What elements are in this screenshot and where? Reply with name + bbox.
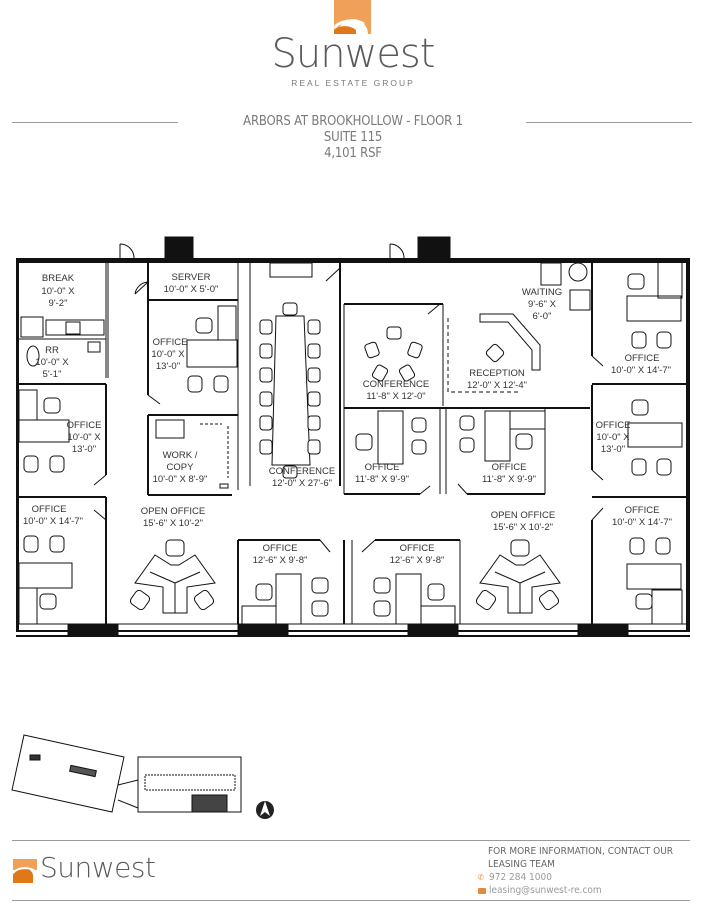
svg-text:10'-0" X: 10'-0" X [67,432,101,443]
svg-text:11'-8" X 12'-0": 11'-8" X 12'-0" [366,391,425,402]
svg-text:COPY: COPY [167,462,195,473]
svg-text:9'-2": 9'-2" [49,298,68,309]
brand-subtitle: REAL ESTATE GROUP [291,78,415,88]
floor-plan: BREAK 10'-0" X 9'-2" RR 10'-0" X 5'-1" S… [16,236,690,637]
svg-text:10'-0" X: 10'-0" X [35,357,69,368]
contact-heading: FOR MORE INFORMATION, CONTACT OUR LEASIN… [488,846,674,870]
room-labels: BREAK 10'-0" X 9'-2" RR 10'-0" X 5'-1" S… [23,272,672,566]
svg-text:OPEN OFFICE: OPEN OFFICE [141,506,205,517]
title-divider-left [12,122,178,123]
svg-text:12'-6" X 9'-8": 12'-6" X 9'-8" [253,555,308,566]
svg-text:12'-0" X 27'-6": 12'-0" X 27'-6" [272,478,332,489]
svg-text:10'-0" X 14'-7": 10'-0" X 14'-7" [23,516,83,527]
svg-text:10'-0" X: 10'-0" X [596,432,630,443]
svg-text:OFFICE: OFFICE [32,504,67,515]
sunwest-logo-mark-icon [334,0,371,34]
svg-text:6'-0": 6'-0" [533,311,552,322]
svg-text:10'-0" X 8'-9": 10'-0" X 8'-9" [153,474,208,485]
svg-text:OFFICE: OFFICE [596,420,631,431]
building-title: ARBORS AT BROOKHOLLOW - FLOOR 1 [243,114,463,129]
svg-text:OPEN OFFICE: OPEN OFFICE [491,510,555,521]
svg-text:RECEPTION: RECEPTION [469,368,525,379]
email-row[interactable]: leasing@sunwest-re.com [478,884,698,897]
site-key-map [11,734,274,819]
title-divider-right [526,122,692,123]
header-logo: Sunwest REAL ESTATE GROUP [0,0,706,88]
area-label: 4,101 RSF [324,146,382,161]
contact-block: FOR MORE INFORMATION, CONTACT OUR LEASIN… [478,845,698,897]
svg-text:WAITING: WAITING [522,287,562,298]
brand-wordmark: Sunwest [271,31,436,77]
north-arrow-icon [256,801,274,819]
svg-text:BREAK: BREAK [42,273,75,284]
phone-icon: ✆ [478,872,485,882]
svg-text:OFFICE: OFFICE [492,462,527,473]
svg-text:RR: RR [45,345,59,356]
svg-text:SERVER: SERVER [172,272,211,283]
svg-text:WORK /: WORK / [163,450,198,461]
svg-text:OFFICE: OFFICE [263,543,298,554]
svg-text:5'-1": 5'-1" [43,369,62,380]
svg-text:OFFICE: OFFICE [365,462,400,473]
email-icon [478,887,486,894]
svg-text:OFFICE: OFFICE [625,505,660,516]
svg-text:13'-0": 13'-0" [601,444,625,455]
svg-text:10'-0" X: 10'-0" X [41,286,75,297]
svg-text:11'-8" X 9'-9": 11'-8" X 9'-9" [355,474,409,485]
svg-text:10'-0" X 14'-7": 10'-0" X 14'-7" [611,365,671,376]
title-block: ARBORS AT BROOKHOLLOW - FLOOR 1 SUITE 11… [178,114,528,162]
suite-label: SUITE 115 [323,130,383,145]
svg-text:OFFICE: OFFICE [625,353,660,364]
email-address[interactable]: leasing@sunwest-re.com [489,885,602,896]
svg-text:CONFERENCE: CONFERENCE [269,466,336,477]
footer-logo-mark-icon [13,859,37,883]
svg-text:10'-0" X 5'-0": 10'-0" X 5'-0" [164,284,219,295]
svg-text:12'-6" X 9'-8": 12'-6" X 9'-8" [390,555,445,566]
footer-brand-wordmark: Sunwest [40,851,156,884]
phone-row[interactable]: ✆ 972 284 1000 [478,871,698,884]
svg-text:13'-0": 13'-0" [72,444,96,455]
phone-number[interactable]: 972 284 1000 [489,872,552,883]
svg-text:OFFICE: OFFICE [67,420,102,431]
svg-text:10'-0" X: 10'-0" X [151,349,185,360]
svg-text:15'-6" X 10'-2": 15'-6" X 10'-2" [493,522,553,533]
svg-text:CONFERENCE: CONFERENCE [363,379,430,390]
svg-text:12'-0" X 12'-4": 12'-0" X 12'-4" [467,380,527,391]
svg-text:15'-6" X 10'-2": 15'-6" X 10'-2" [143,518,203,529]
svg-text:10'-0" X 14'-7": 10'-0" X 14'-7" [612,517,672,528]
footer-divider-top [12,840,690,841]
svg-text:OFFICE: OFFICE [153,337,188,348]
svg-text:13'-0": 13'-0" [156,361,180,372]
svg-text:9'-6" X: 9'-6" X [528,299,557,310]
footer-divider-bottom [12,900,690,901]
svg-text:11'-8" X 9'-9": 11'-8" X 9'-9" [482,474,536,485]
svg-text:OFFICE: OFFICE [400,543,435,554]
